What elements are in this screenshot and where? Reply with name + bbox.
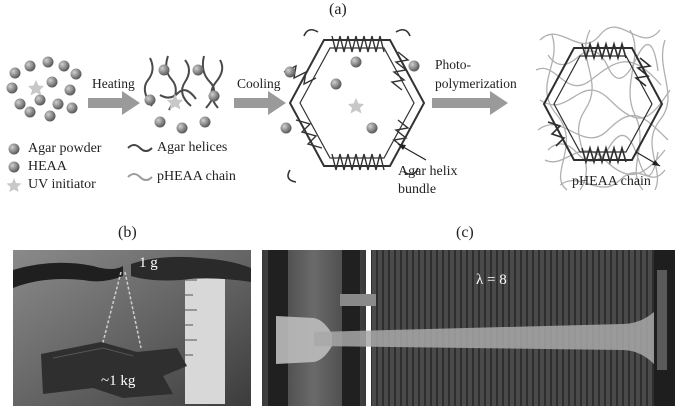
panel-b-label: (b) — [118, 224, 137, 241]
polymerization-label: polymerization — [435, 76, 517, 91]
cooling-arrow-icon — [234, 91, 286, 115]
agar-powder-cluster — [6, 56, 82, 122]
callout-bundle: bundle — [398, 182, 437, 197]
double-network — [535, 26, 671, 191]
stretching-photo: λ = 8 — [262, 250, 675, 406]
legend-uv-initiator: UV initiator — [28, 177, 96, 192]
panel-a-label: (a) — [329, 1, 347, 18]
stretch-ratio-label: λ = 8 — [476, 272, 507, 288]
cooling-label: Cooling — [237, 76, 281, 91]
legend-heaa: HEAA — [28, 159, 67, 174]
schematic-panel-a — [6, 26, 671, 192]
photopolymerization-arrow-icon — [432, 91, 508, 115]
legend-agar-helices: Agar helices — [157, 140, 228, 155]
weight-1kg-label: ~1 kg — [101, 373, 136, 389]
heating-label: Heating — [92, 76, 135, 91]
random-coil-chains — [143, 55, 224, 111]
uv-initiator-star-icon — [28, 80, 44, 96]
legend-marks — [6, 143, 153, 192]
heating-arrow-icon — [88, 91, 140, 115]
panel-c-label: (c) — [456, 224, 474, 241]
callout-pheaa-chain: pHEAA chain — [572, 174, 651, 189]
legend-agar-powder: Agar powder — [28, 141, 102, 156]
weight-1g-label: 1 g — [139, 255, 158, 271]
legend-pheaa-chain: pHEAA chain — [157, 169, 236, 184]
callout-agar-helix: Agar helix — [398, 164, 458, 179]
photo-label: Photo- — [435, 57, 472, 72]
helix-bundle-network — [283, 28, 426, 183]
hydrogel-lifting-photo: 1 g ~1 kg — [13, 250, 251, 406]
